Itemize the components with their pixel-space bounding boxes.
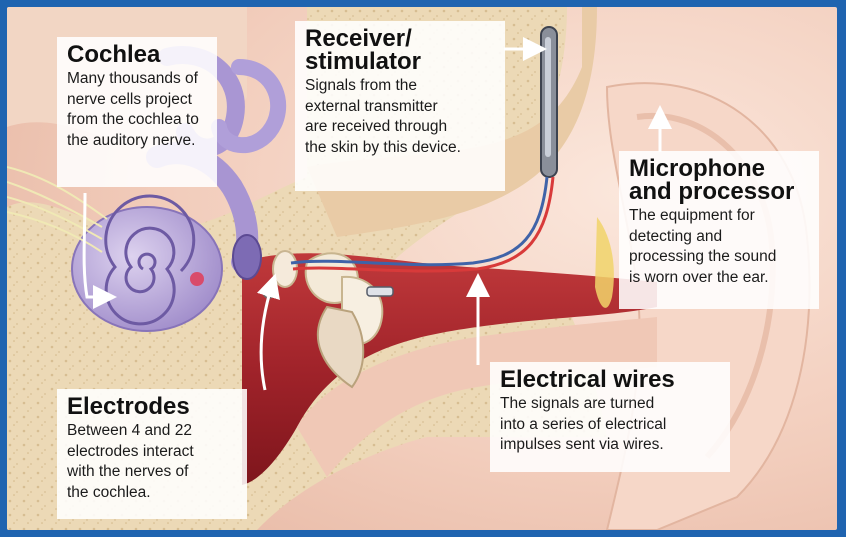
label-microphone: Microphone and processor The equipment f… bbox=[619, 151, 819, 309]
receiver-device bbox=[541, 27, 557, 177]
label-microphone-title: Microphone and processor bbox=[629, 157, 810, 203]
ear-cross-section: Cochlea Many thousands of nerve cells pr… bbox=[7, 7, 837, 530]
label-electrical-wires: Electrical wires The signals are turned … bbox=[490, 362, 730, 472]
label-microphone-body: The equipment for detecting and processi… bbox=[629, 206, 810, 288]
label-cochlea-body: Many thousands of nerve cells project fr… bbox=[67, 69, 208, 151]
label-electrical-wires-body: The signals are turned into a series of … bbox=[500, 394, 721, 456]
label-receiver-title: Receiver/ stimulator bbox=[305, 27, 496, 73]
label-cochlea-title: Cochlea bbox=[67, 43, 208, 66]
label-electrodes: Electrodes Between 4 and 22 electrodes i… bbox=[57, 389, 247, 519]
label-electrodes-body: Between 4 and 22 electrodes interact wit… bbox=[67, 421, 238, 503]
electrode-tip bbox=[367, 287, 393, 296]
label-electrical-wires-title: Electrical wires bbox=[500, 368, 721, 391]
label-cochlea: Cochlea Many thousands of nerve cells pr… bbox=[57, 37, 217, 187]
label-receiver-body: Signals from the external transmitter ar… bbox=[305, 76, 496, 158]
label-receiver: Receiver/ stimulator Signals from the ex… bbox=[295, 21, 505, 191]
label-electrodes-title: Electrodes bbox=[67, 395, 238, 418]
